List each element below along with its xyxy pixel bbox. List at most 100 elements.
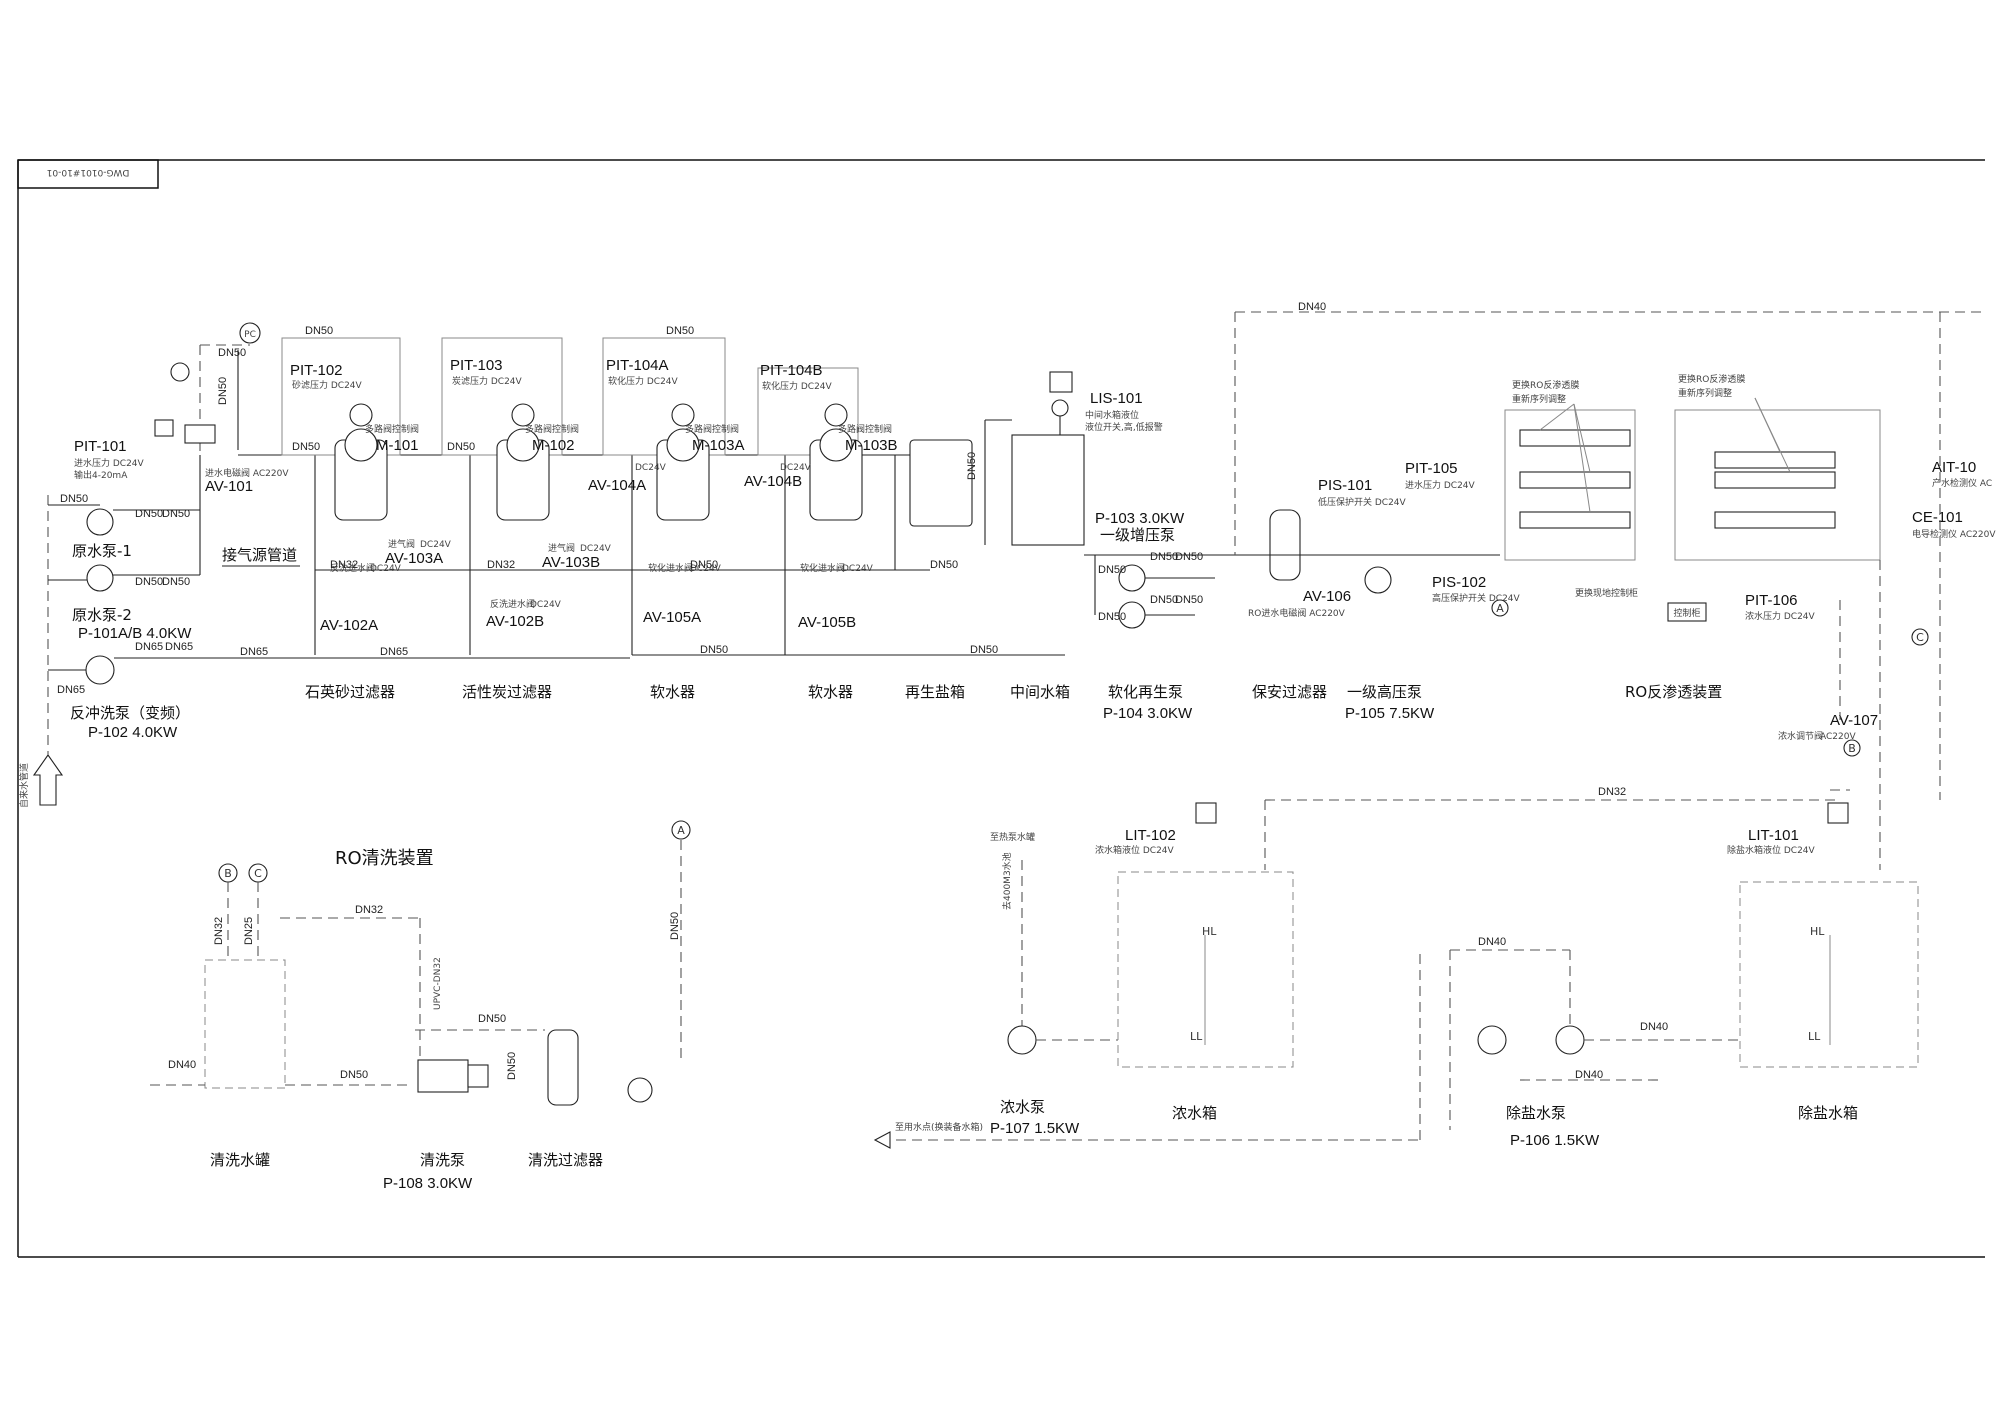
clean-pump-icon	[417, 1059, 469, 1093]
dn-label: DN50	[217, 377, 229, 405]
demin-pump-spec: P-106 1.5KW	[1510, 1132, 1600, 1149]
conc-pump-name: 浓水泵	[1000, 1098, 1045, 1116]
dn-label: DN50	[1098, 564, 1126, 576]
softener-2-name: 软水器	[808, 683, 853, 701]
av-107-tag: AV-107	[1830, 712, 1878, 729]
clean-tank-name: 清洗水罐	[210, 1151, 270, 1169]
connector-b-icon	[1843, 739, 1861, 757]
dn-label: DN65	[380, 646, 408, 658]
dn-label: DN32	[1598, 786, 1626, 798]
av-105a-tag: AV-105A	[643, 609, 701, 626]
lit-102-tag: LIT-102	[1125, 827, 1176, 844]
av-102a-tag: AV-102A	[320, 617, 378, 634]
pis-101-tag: PIS-101	[1318, 477, 1372, 494]
demin-pump-icon-1	[1477, 1025, 1507, 1055]
dn-label: DN50	[690, 559, 718, 571]
control-cabinet	[1667, 602, 1707, 622]
ro-membrane	[1519, 511, 1631, 529]
quartz-filter-vessel	[334, 403, 388, 521]
pit-103-desc: 炭滤压力 DC24V	[452, 375, 523, 387]
dn-label: DN50	[506, 1052, 518, 1080]
ctrl-note: 更换现地控制柜	[1575, 587, 1638, 599]
raw-water-pumps: 原水泵-1 原水泵-2 P-101A/B 4.0KW 反冲洗泵（变频） P-10…	[47, 455, 630, 755]
ro-note-2b: 重新序列调整	[1678, 387, 1732, 399]
dc24v-label: DC24V	[635, 463, 667, 473]
clean-filter-vessel	[547, 1029, 579, 1106]
soft-valve-label: 软化进水阀	[648, 562, 693, 574]
dc24v-label: DC24V	[690, 564, 722, 574]
lis-101-desc: 中间水箱液位	[1085, 409, 1139, 421]
title-block	[17, 159, 159, 189]
pit-101-desc: 进水压力 DC24V	[74, 457, 145, 469]
ce-101-desc: 电导检测仪 AC220V	[1912, 528, 1996, 540]
ro-clean-title: RO清洗装置	[335, 848, 434, 869]
m-103b-tag: M-103B	[845, 437, 898, 454]
storage-tanks: 至热泵水罐 去400M3水池 HL LL LIT-102 浓水箱液位 DC24V…	[873, 802, 1919, 1149]
pit-104a-desc: 软化压力 DC24V	[608, 375, 679, 387]
dn-label: DN50	[1098, 611, 1126, 623]
multiport-valve-icon	[506, 428, 540, 462]
dn-label: DN40	[1478, 936, 1506, 948]
demin-water-tank	[1739, 881, 1919, 1068]
dn-label: DN50	[669, 912, 681, 940]
dc24v-label: DC24V	[580, 544, 612, 554]
ro-membrane	[1714, 511, 1836, 529]
backwash-pump-label: 反冲洗泵（变频）	[70, 704, 190, 722]
conc-ll: LL	[1190, 1030, 1203, 1043]
clean-filter-name: 清洗过滤器	[528, 1151, 603, 1169]
ait-10-desc: 产水检测仪 AC	[1932, 477, 1992, 489]
p-103-name: 一级增压泵	[1100, 526, 1175, 544]
dn-label: DN50	[970, 644, 998, 656]
level-switch-icon	[1049, 371, 1073, 393]
pis-101-desc: 低压保护开关 DC24V	[1318, 496, 1407, 508]
conc-tank-name: 浓水箱	[1172, 1104, 1217, 1122]
clean-pump-spec: P-108 3.0KW	[383, 1175, 473, 1192]
raw-pump-spec: P-101A/B 4.0KW	[78, 625, 192, 642]
pit-101-signal: 输出4-20mA	[74, 469, 128, 481]
hp-pump-spec: P-105 7.5KW	[1345, 705, 1435, 722]
m-103a-tag: M-103A	[692, 437, 745, 454]
to-users-label: 至用水点(换装备水箱)	[895, 1121, 983, 1133]
regen-pump-spec: P-104 3.0KW	[1103, 705, 1193, 722]
dn-label: DN50	[60, 493, 88, 505]
dn-label: DN50	[162, 576, 190, 588]
pis-102-tag: PIS-102	[1432, 574, 1486, 591]
pressure-gauge-icon	[671, 403, 695, 427]
dn-label: DN50	[478, 1013, 506, 1025]
dn-label: DN50	[700, 644, 728, 656]
demin-pump-icon-2	[1555, 1025, 1585, 1055]
dn-label: DN65	[240, 646, 268, 658]
multiport-valve-icon	[344, 428, 378, 462]
multiport-valve-icon	[666, 428, 700, 462]
m-101-tag: M-101	[376, 437, 419, 454]
clean-water-tank	[204, 959, 286, 1089]
filter-train: DN50 DN50 PIT-102 砂滤压力 DC24V PIT-103 炭滤压…	[222, 325, 1065, 658]
demin-ll: LL	[1808, 1030, 1821, 1043]
conc-pump-icon	[1007, 1025, 1037, 1055]
pressure-gauge-icon	[349, 403, 373, 427]
p-103-spec: P-103 3.0KW	[1095, 510, 1185, 527]
carbon-filter-name: 活性炭过滤器	[462, 683, 552, 701]
dc24v-label: DC24V	[420, 540, 452, 550]
upvc-label: UPVC-DN32	[433, 957, 443, 1010]
ce-101-tag: CE-101	[1912, 509, 1963, 526]
security-filter-vessel	[1269, 509, 1301, 581]
dn-label: DN65	[165, 641, 193, 653]
pressure-controller-icon	[239, 322, 261, 344]
to-pool: 去400M3水池	[1001, 852, 1013, 910]
av-106-desc: RO进水电磁阀 AC220V	[1248, 607, 1346, 619]
pit-105-desc: 进水压力 DC24V	[1405, 479, 1476, 491]
av-107-note: 浓水调节阀	[1778, 730, 1823, 742]
connector-b-label: B	[224, 867, 232, 880]
dn-label: DN50	[666, 325, 694, 337]
ro-note-1a: 更换RO反渗透膜	[1512, 379, 1579, 391]
demin-pump-name: 除盐水泵	[1506, 1104, 1566, 1122]
dc24v-label: DC24V	[842, 564, 874, 574]
security-and-hp-pump: PIS-101 低压保护开关 DC24V PIT-105 进水压力 DC24V …	[1230, 460, 1521, 619]
dn-label: DN25	[243, 917, 255, 945]
dn-label: DN50	[447, 441, 475, 453]
ro-note-1b: 重新序列调整	[1512, 393, 1566, 405]
dn-label: DN50	[966, 452, 978, 480]
backwash-valve-label: 反洗进水阀	[490, 598, 535, 610]
